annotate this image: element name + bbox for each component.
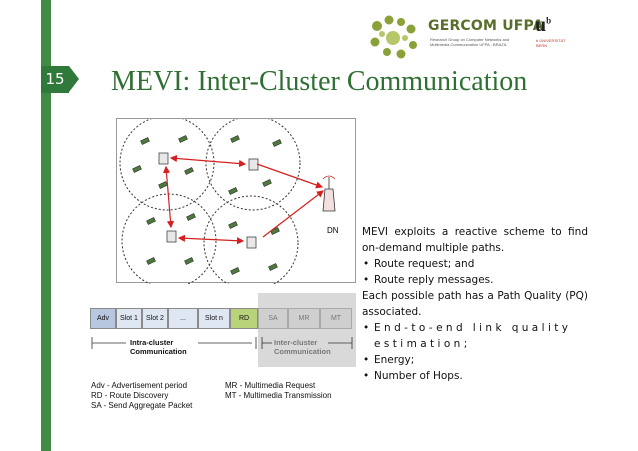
slot-adv: Adv xyxy=(90,308,116,329)
legend-item: MR - Multimedia Request xyxy=(225,381,316,390)
unibern-mark: u xyxy=(535,14,547,36)
inter-cluster-label: Inter-cluster Communication xyxy=(274,338,331,356)
slide-title: MEVI: Inter-Cluster Communication xyxy=(111,66,528,97)
gercom-subtitle: Research Group on Computer Networks and … xyxy=(430,37,510,47)
bullet-item: Route request; and xyxy=(362,256,588,272)
intra-cluster-label: Intra-cluster Communication xyxy=(130,338,187,356)
slot-ellipsis: ... xyxy=(168,308,198,329)
cluster-circle xyxy=(203,195,299,284)
slot-mr: MR xyxy=(288,308,320,329)
bullet-list: End-to-end link quality estimation; Ener… xyxy=(362,320,588,384)
legend-item: SA - Send Aggregate Packet xyxy=(91,401,193,410)
description-text: MEVI exploits a reactive scheme to find … xyxy=(362,224,588,384)
communication-span-arrows xyxy=(91,337,353,349)
cluster-circle xyxy=(119,119,215,211)
description-paragraph: Each possible path has a Path Quality (P… xyxy=(362,290,588,318)
header-logos: GERCOM UFPA Research Group on Computer N… xyxy=(367,12,577,64)
slide-number: 15 xyxy=(41,66,69,93)
slot-n: Slot n xyxy=(198,308,230,329)
cluster-topology-graphic xyxy=(119,119,336,284)
slot-rd: RD xyxy=(230,308,258,329)
slide-number-arrow xyxy=(69,66,79,92)
bullet-item: End-to-end link quality estimation; xyxy=(362,320,588,352)
cluster-head xyxy=(158,152,169,165)
legend-item: MT - Multimedia Transmission xyxy=(225,391,332,400)
description-paragraph: MEVI exploits a reactive scheme to find … xyxy=(362,226,588,254)
tdma-frame-diagram: Adv Slot 1 Slot 2 ... Slot n RD SA MR MT… xyxy=(90,293,356,367)
slot-mt: MT xyxy=(320,308,352,329)
legend-left: Adv - Advertisement period RD - Route Di… xyxy=(91,381,192,411)
bullet-item: Number of Hops. xyxy=(362,368,588,384)
cluster-head xyxy=(248,158,259,171)
slot-2: Slot 2 xyxy=(142,308,168,329)
slot-sa: SA xyxy=(258,308,288,329)
gercom-name: GERCOM UFPA xyxy=(428,18,544,34)
destination-node-label: DN xyxy=(327,226,339,235)
legend-item: RD - Route Discovery xyxy=(91,391,169,400)
gercom-logo-icon xyxy=(370,15,417,59)
bullet-item: Energy; xyxy=(362,352,588,368)
legend-right: MR - Multimedia Request MT - Multimedia … xyxy=(225,381,332,401)
cluster-head xyxy=(166,230,177,243)
left-accent-stripe xyxy=(41,0,51,451)
inter-cluster-region xyxy=(258,293,356,367)
unibern-text: b UNIVERSITÄT BERN xyxy=(536,38,566,48)
network-diagram xyxy=(116,118,356,284)
bullet-list: Route request; and Route reply messages. xyxy=(362,256,588,288)
slot-1: Slot 1 xyxy=(116,308,142,329)
cluster-head xyxy=(246,236,257,249)
destination-node xyxy=(322,175,336,212)
unibern-logo: ub xyxy=(535,14,551,37)
cluster-circle xyxy=(205,119,301,211)
bullet-item: Route reply messages. xyxy=(362,272,588,288)
unibern-mark-sup: b xyxy=(546,15,552,26)
legend-item: Adv - Advertisement period xyxy=(91,381,188,390)
bullet-item-text: End-to-end link quality estimation; xyxy=(374,322,572,350)
